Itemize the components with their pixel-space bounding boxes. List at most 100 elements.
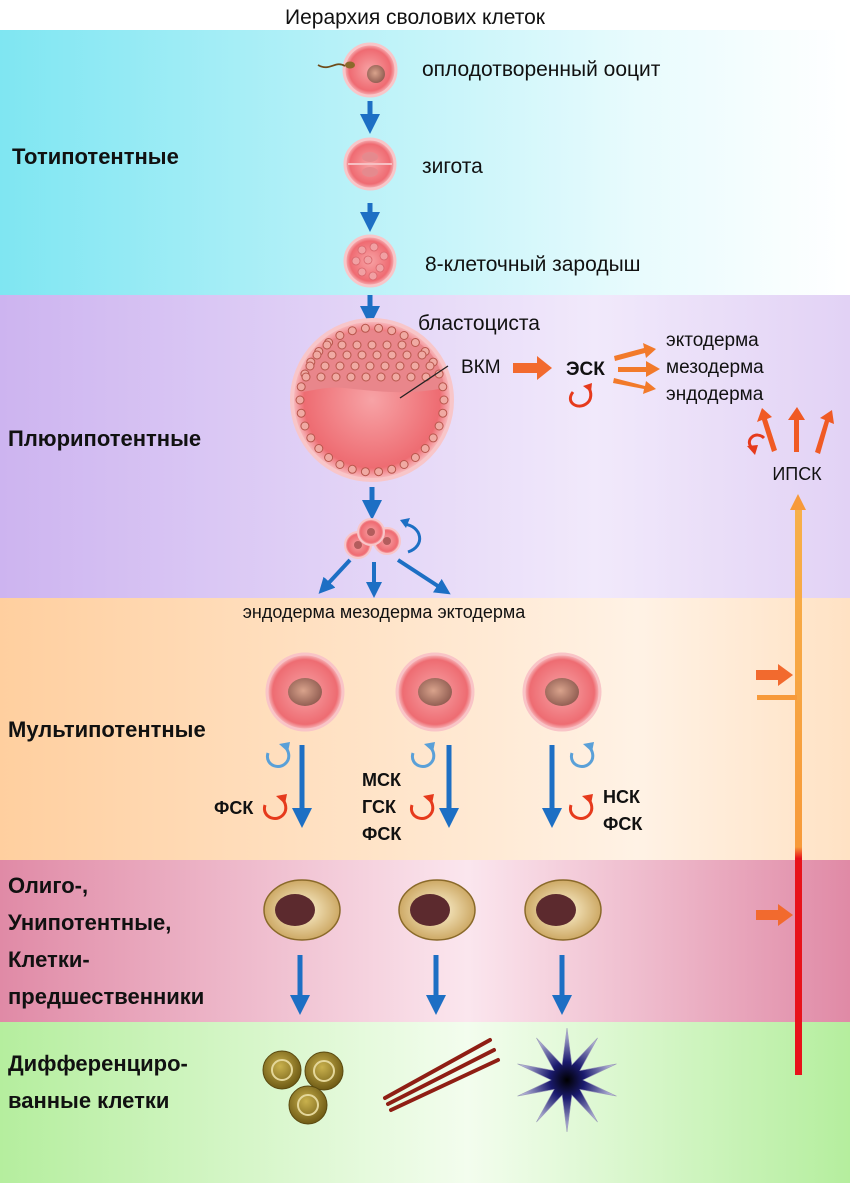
trophoblast-cell — [374, 467, 384, 477]
inner-cell-mass-cell — [352, 340, 362, 350]
zone-label-multipotent: Мультипотентные — [8, 717, 206, 742]
label-fsk-left: ФСК — [214, 798, 254, 818]
inner-cell-mass-cell — [335, 361, 345, 371]
trophoblast-cell — [434, 421, 444, 431]
zone-differentiated-bg — [0, 1022, 850, 1183]
inner-cell-mass-cell — [367, 340, 377, 350]
arrow-icm-esc — [513, 356, 552, 380]
progenitor-arrows — [290, 955, 572, 1015]
label-nsk: НСК — [603, 787, 641, 807]
neuron-star-cell — [517, 1027, 617, 1133]
inner-cell-mass-cell — [331, 372, 341, 382]
zone-label-oligo-4: предшественники — [8, 984, 204, 1009]
trophoblast-cell — [410, 453, 420, 462]
trophoblast-cell — [306, 433, 316, 443]
trophoblast-cell — [347, 326, 357, 336]
inner-cell-mass-cell — [402, 350, 412, 360]
inner-cell-mass-cell — [350, 361, 360, 371]
trophoblast-cell — [420, 444, 430, 453]
trophoblast-cell — [296, 408, 306, 418]
zone-label-oligo-2: Унипотентные, — [8, 910, 171, 935]
progenitor-cell-3 — [524, 879, 602, 941]
label-blastocyst: бластоциста — [418, 312, 540, 335]
inner-cell-mass-cell — [312, 350, 322, 360]
trophoblast-cell — [324, 453, 334, 462]
inner-cell-mass-cell — [376, 372, 386, 382]
trophoblast-cell — [410, 338, 420, 347]
inner-cell-mass-cell — [382, 340, 392, 350]
zone-label-oligo-3: Клетки- — [8, 947, 90, 972]
trophoblast-cell — [399, 460, 409, 469]
zone-label-oligo-1: Олиго-, — [8, 873, 88, 898]
inner-cell-mass-cell — [365, 361, 375, 371]
ipsc-reprogramming-line — [795, 505, 802, 1075]
label-zygote: зигота — [422, 155, 483, 178]
zone-label-diff-1: Дифференциро- — [8, 1051, 188, 1076]
multipotent-cell-1 — [265, 652, 345, 732]
reprogram-arrow-multipotent — [756, 664, 793, 686]
trophoblast-cell — [399, 331, 409, 340]
label-msk: МСК — [362, 770, 402, 790]
progenitor-cells — [263, 879, 602, 941]
esc-self-renew-icon — [568, 386, 593, 408]
germ-layer-right-2: мезодерма — [666, 357, 764, 378]
label-eight-cell: 8-клеточный зародыш — [425, 253, 641, 276]
inner-cell-mass-cell — [301, 372, 311, 382]
trophoblast-cell — [314, 444, 324, 453]
trophoblast-cell — [295, 395, 305, 405]
inner-cell-mass-cell — [406, 372, 416, 382]
multipotent-cell-3 — [522, 652, 602, 732]
trophoblast-cell — [347, 464, 357, 474]
inner-cell-mass-cell — [322, 340, 332, 350]
trophoblast-cell — [439, 395, 449, 405]
trophoblast-cell — [360, 467, 370, 477]
germ-layer-right-1: эктодерма — [666, 330, 759, 351]
reprogram-arrow-oligo — [756, 904, 793, 926]
multipotent-cells — [265, 652, 602, 732]
diagram-title: Иерархия сволових клеток — [285, 6, 546, 29]
trophoblast-cell — [438, 408, 448, 418]
zone-label-totipotent: Тотипотентные — [12, 144, 179, 169]
trophoblast-cell — [335, 331, 345, 340]
inner-cell-mass-cell — [387, 350, 397, 360]
trophoblast-cell — [387, 464, 397, 474]
trophoblast-cell — [360, 323, 370, 333]
inner-cell-mass-cell — [372, 350, 382, 360]
zone-totipotent-bg — [0, 30, 850, 295]
trophoblast-cell — [335, 460, 345, 469]
label-icm: ВКМ — [461, 357, 501, 378]
zone-label-pluripotent: Плюрипотентные — [8, 426, 201, 451]
blastocyst — [290, 318, 454, 482]
inner-cell-mass-cell — [417, 350, 427, 360]
inner-cell-mass-cell — [320, 361, 330, 371]
zone-label-diff-2: ванные клетки — [8, 1088, 169, 1113]
inner-cell-mass-cell — [316, 372, 326, 382]
inner-cell-mass-cell — [305, 361, 315, 371]
label-fsk-right: ФСК — [603, 814, 643, 834]
inner-cell-mass-cell — [327, 350, 337, 360]
trophoblast-cell — [296, 382, 306, 392]
inner-cell-mass-cell — [337, 340, 347, 350]
label-esc: ЭСК — [566, 359, 605, 380]
inner-cell-mass-cell — [421, 372, 431, 382]
inner-cell-mass-cell — [410, 361, 420, 371]
eight-cell-embryo — [343, 234, 397, 288]
trophoblast-cell — [374, 323, 384, 333]
embryonic-cell-cluster — [344, 518, 421, 559]
label-oocyte: оплодотворенный ооцит — [422, 58, 661, 81]
inner-cell-mass-cell — [391, 372, 401, 382]
multipotent-cell-2 — [395, 652, 475, 732]
differentiated-round-cells — [262, 1050, 344, 1125]
label-ipsc: ИПСК — [772, 464, 822, 484]
germ-layer-right-3: эндодерма — [666, 384, 764, 405]
inner-cell-mass-cell — [395, 361, 405, 371]
trophoblast-cell — [387, 326, 397, 336]
inner-cell-mass-cell — [380, 361, 390, 371]
label-gsk: ГСК — [362, 797, 397, 817]
muscle-fiber-cells — [383, 1038, 500, 1112]
inner-cell-mass-cell — [357, 350, 367, 360]
trophoblast-cell — [428, 433, 438, 443]
trophoblast-cell — [300, 421, 310, 431]
